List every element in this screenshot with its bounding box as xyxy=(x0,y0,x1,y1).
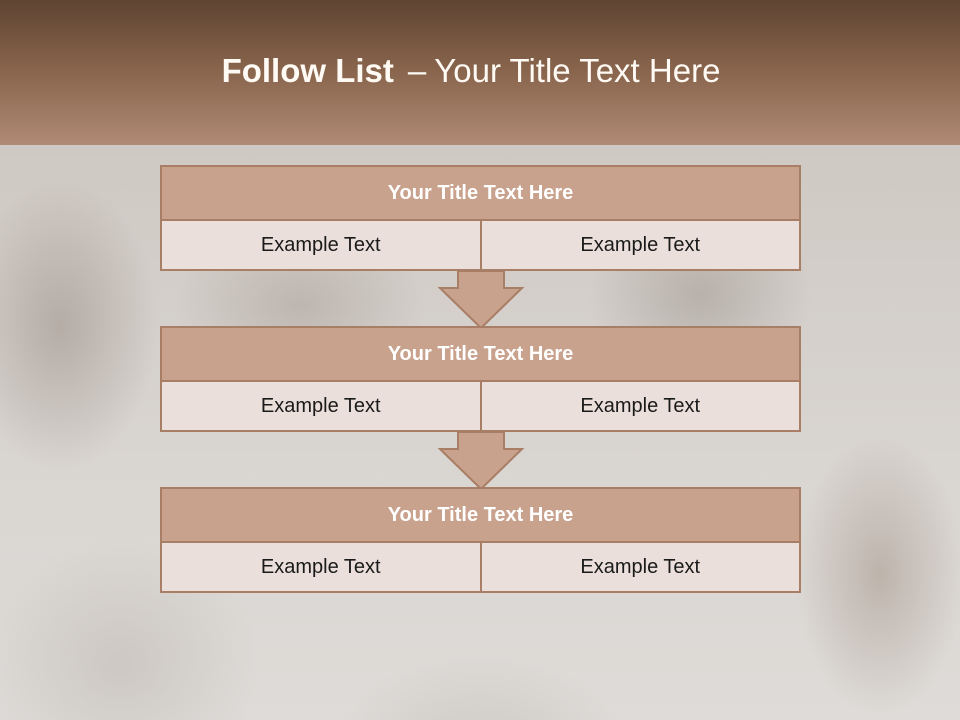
header-band xyxy=(0,0,960,145)
block-cell-right[interactable]: Example Text xyxy=(481,221,801,271)
block-cell-right[interactable]: Example Text xyxy=(481,382,801,432)
list-block-2: Your Title Text Here Example Text Exampl… xyxy=(160,326,801,432)
block-row: Example Text Example Text xyxy=(160,221,801,271)
list-block-3: Your Title Text Here Example Text Exampl… xyxy=(160,487,801,593)
down-arrow-icon xyxy=(438,431,524,491)
block-row: Example Text Example Text xyxy=(160,543,801,593)
block-title[interactable]: Your Title Text Here xyxy=(160,487,801,543)
block-cell-right[interactable]: Example Text xyxy=(481,543,801,593)
page-title: Follow List–Your Title Text Here xyxy=(0,52,942,90)
down-arrow-icon xyxy=(438,270,524,330)
title-strong: Follow List xyxy=(221,52,394,89)
list-block-1: Your Title Text Here Example Text Exampl… xyxy=(160,165,801,271)
block-row: Example Text Example Text xyxy=(160,382,801,432)
block-cell-left[interactable]: Example Text xyxy=(160,221,482,271)
title-separator: – xyxy=(407,52,427,89)
block-title[interactable]: Your Title Text Here xyxy=(160,326,801,382)
title-rest: Your Title Text Here xyxy=(434,52,721,89)
block-cell-left[interactable]: Example Text xyxy=(160,543,482,593)
block-title[interactable]: Your Title Text Here xyxy=(160,165,801,221)
block-cell-left[interactable]: Example Text xyxy=(160,382,482,432)
